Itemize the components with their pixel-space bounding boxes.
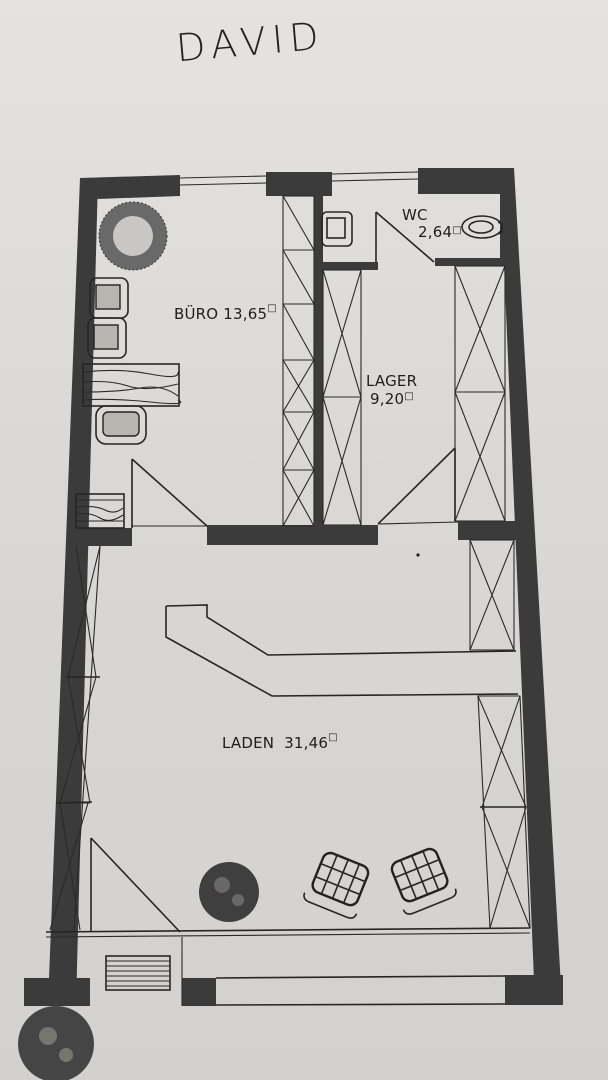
wc-fixtures [321, 211, 503, 263]
laden-furniture [49, 539, 531, 991]
room-label-lager: LAGER 9,20□ [366, 372, 418, 408]
interior-walls [70, 190, 520, 546]
room-label-wc: WC 2,64□ [402, 206, 462, 241]
lager-shelving [322, 265, 506, 526]
outer-walls [24, 168, 563, 1006]
room-label-laden: LADEN 31,46□ [222, 732, 338, 752]
buero-furniture [75, 195, 315, 529]
outdoor-plant [18, 1006, 94, 1080]
room-label-buero: BÜRO 13,65□ [174, 303, 277, 323]
